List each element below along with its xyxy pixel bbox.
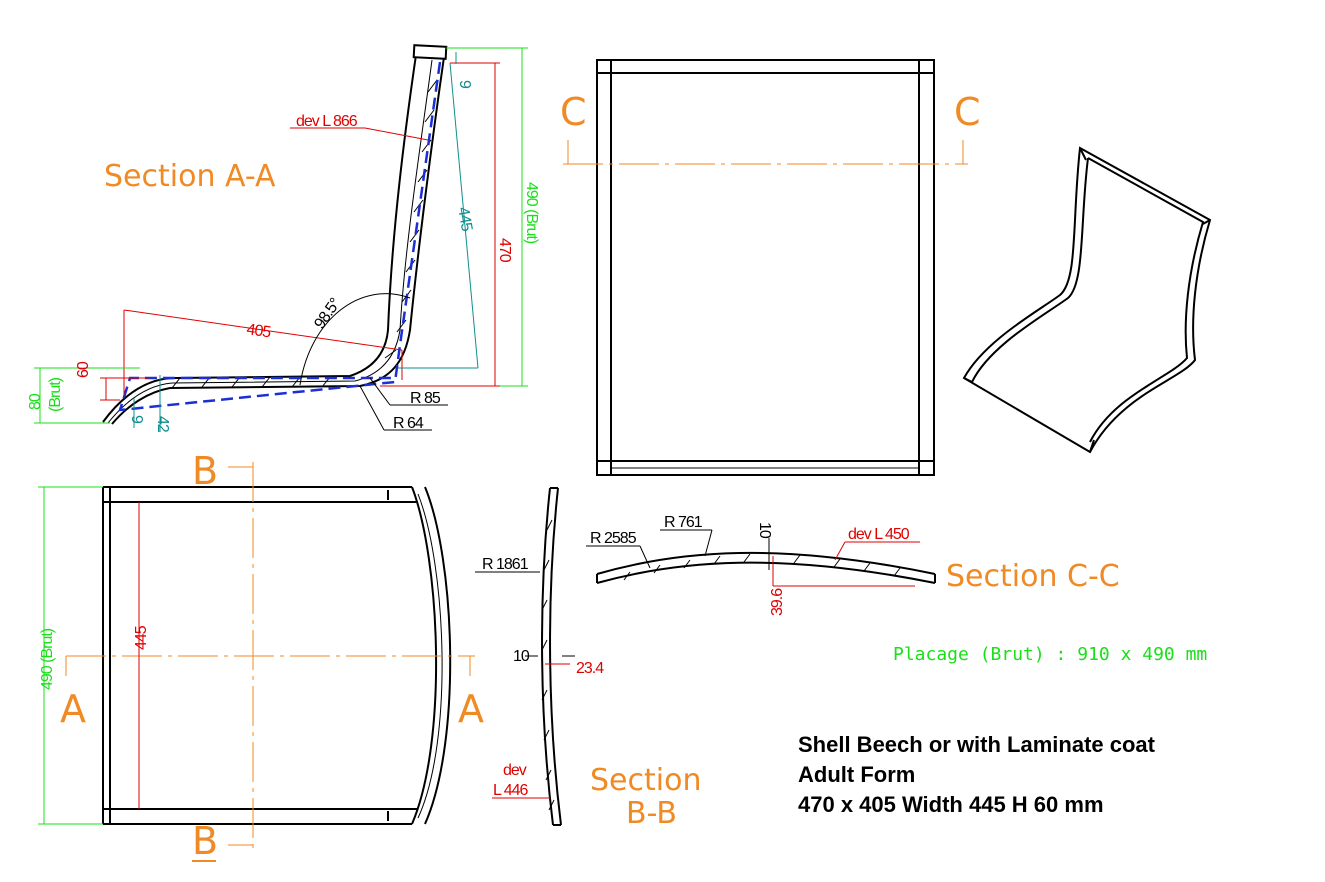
aa-bottom-42: 42 <box>154 416 171 433</box>
cut-marker-a-left: A <box>60 687 86 731</box>
section-bb-view <box>475 487 575 826</box>
aa-top-thickness: 9 <box>456 80 473 89</box>
section-cc-title: Section C-C <box>946 559 1120 594</box>
radius-leaders <box>359 377 448 431</box>
aa-height-490: 490 (Brut) <box>523 182 540 244</box>
cut-marker-c-left: C <box>560 90 587 134</box>
aa-front-60: 60 <box>75 361 92 378</box>
bb-thickness: 10 <box>513 648 530 665</box>
section-aa-view <box>34 44 528 432</box>
aa-dev-length: dev L 866 <box>296 113 358 130</box>
cc-radius-761: R 761 <box>664 514 703 531</box>
section-cc-view <box>586 529 936 587</box>
cut-marker-c-right: C <box>954 90 981 134</box>
top-view <box>563 59 968 476</box>
placage-note: Placage (Brut) : 910 x 490 mm <box>893 644 1208 665</box>
cut-marker-b-top: B <box>192 449 218 493</box>
shell-profile-inner <box>111 49 446 425</box>
aa-radius-64: R 64 <box>393 415 424 432</box>
top-view-outer <box>596 59 935 476</box>
cut-marker-a-right: A <box>458 687 484 731</box>
cut-marker-b-bottom: B <box>192 819 218 863</box>
shell-profile-core <box>107 59 433 424</box>
bb-dev-label: dev <box>503 762 527 779</box>
plan-width-490: 490 (Brut) <box>39 628 56 690</box>
bb-offset: 23.4 <box>576 660 604 677</box>
isometric-shell <box>962 146 1212 454</box>
title-line-dimensions: 470 x 405 Width 445 H 60 mm <box>798 792 1104 817</box>
aa-red-dimensions <box>100 62 500 401</box>
construction-dashed-line <box>118 61 442 412</box>
section-bb-title-line2: B-B <box>626 796 677 831</box>
shell-profile-outer <box>102 47 418 423</box>
title-line-form: Adult Form <box>798 762 916 787</box>
aa-radius-85: R 85 <box>410 390 441 407</box>
aa-height-470: 470 <box>496 238 513 263</box>
aa-seat-405: 405 <box>245 321 272 341</box>
angle-arc <box>299 293 411 386</box>
title-block: Shell Beech or with Laminate coat Adult … <box>798 730 1155 820</box>
aa-green-dimensions <box>34 47 528 424</box>
aa-angle: 98.5° <box>311 295 344 332</box>
aa-slant-445: 445 <box>454 206 475 233</box>
cc-thickness: 10 <box>756 522 773 539</box>
plan-view <box>38 462 475 850</box>
aa-bottom-9: 9 <box>128 415 145 424</box>
cc-dev-length: dev L 450 <box>848 526 910 543</box>
bb-dev-value: L 446 <box>493 782 529 799</box>
shell-top-cap <box>412 44 448 60</box>
aa-front-brut: (Brut) <box>47 377 64 412</box>
section-bb-title-line1: Section <box>590 763 701 798</box>
cc-rise: 39.6 <box>769 588 786 616</box>
aa-teal-dimensions <box>133 52 479 432</box>
bb-radius: R 1861 <box>482 556 529 573</box>
plan-inner-445: 445 <box>133 625 150 650</box>
aa-front-80: 80 <box>27 393 44 410</box>
section-aa-title: Section A-A <box>104 159 276 194</box>
title-line-material: Shell Beech or with Laminate coat <box>798 732 1155 757</box>
cc-radius-2585: R 2585 <box>590 530 637 547</box>
